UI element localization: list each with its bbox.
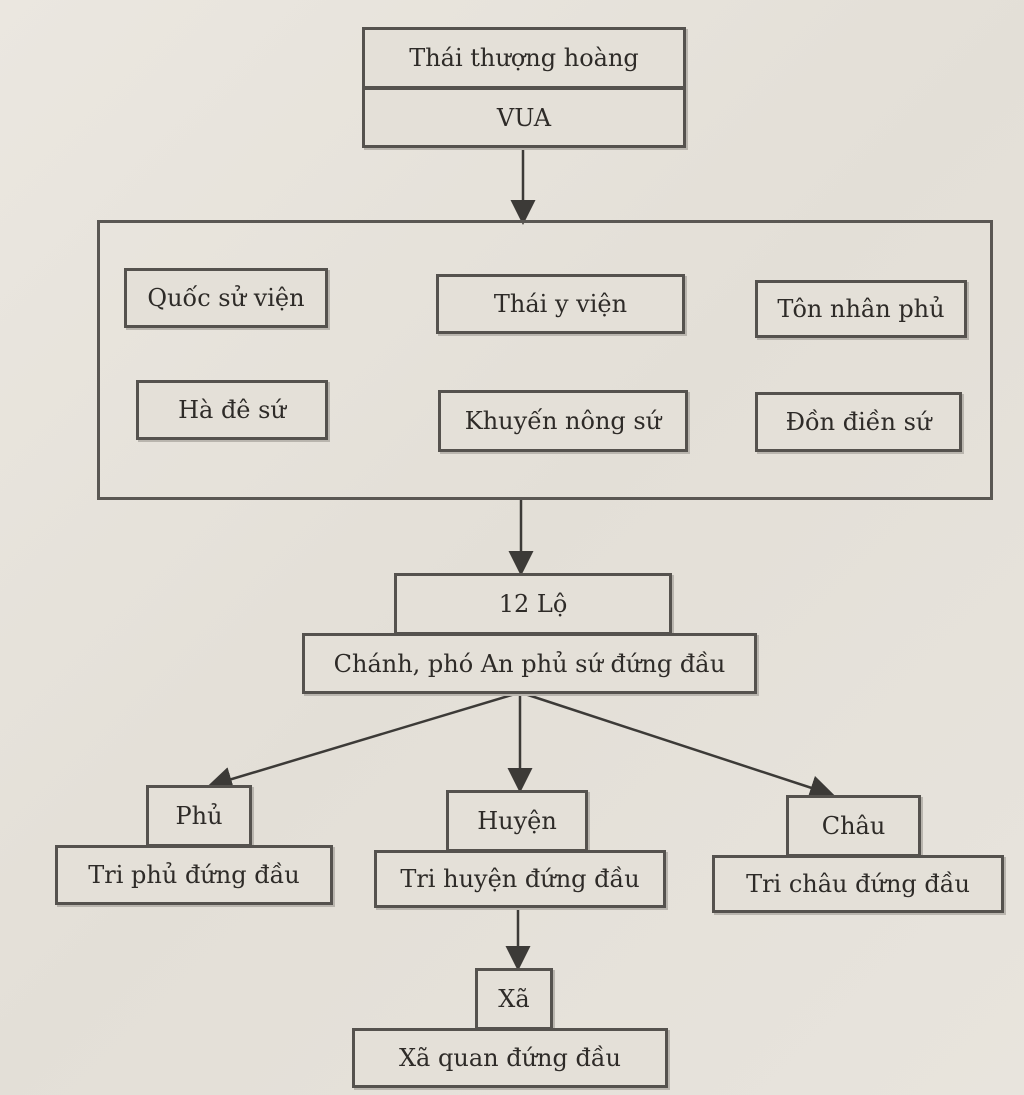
chau-head-box: Tri châu đứng đầu xyxy=(712,855,1004,913)
agency-box: Quốc sử viện xyxy=(124,268,328,328)
province-head-box: Chánh, phó An phủ sứ đứng đầu xyxy=(302,633,757,694)
commune-box: Xã xyxy=(475,968,553,1030)
agency-box: Tôn nhân phủ xyxy=(755,280,967,338)
huyen-box: Huyện xyxy=(446,790,588,852)
huyen-head-box: Tri huyện đứng đầu xyxy=(374,850,666,908)
agency-box: Khuyến nông sứ xyxy=(438,390,688,452)
agency-box: Đồn điền sứ xyxy=(755,392,962,452)
phu-box: Phủ xyxy=(146,785,252,847)
king-box: VUA xyxy=(362,87,686,148)
phu-head-box: Tri phủ đứng đầu xyxy=(55,845,333,905)
central-agencies-container xyxy=(97,220,993,500)
agency-box: Thái y viện xyxy=(436,274,685,334)
commune-head-box: Xã quan đứng đầu xyxy=(352,1028,668,1088)
chau-box: Châu xyxy=(786,795,921,857)
agency-box: Hà đê sứ xyxy=(136,380,328,440)
retired-emperor-box: Thái thượng hoàng xyxy=(362,27,686,89)
arrow-province-to-chau xyxy=(524,692,835,800)
province-box: 12 Lộ xyxy=(394,573,672,635)
arrow-province-to-phu xyxy=(207,692,516,792)
